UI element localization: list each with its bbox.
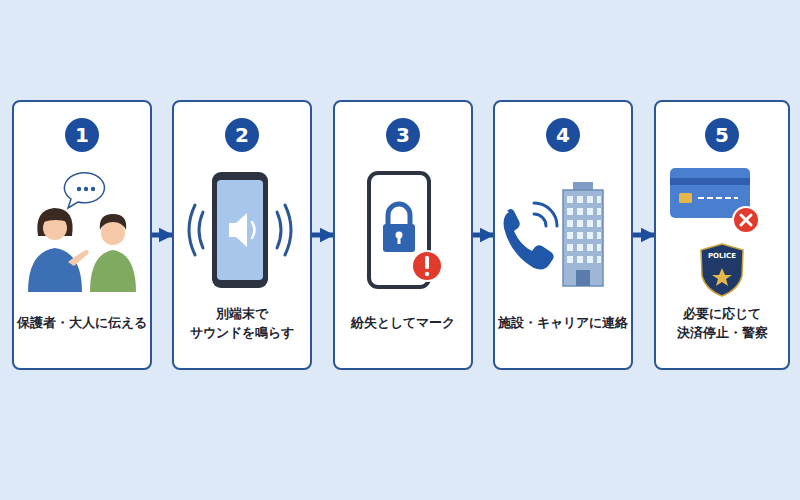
step-box: 3 紛失としてマーク [333,100,473,370]
step-caption: 紛失としてマーク [336,300,470,346]
step-number: 3 [386,118,420,152]
flow-arrow [152,233,172,238]
step-number: 5 [705,118,739,152]
step-number: 4 [546,118,580,152]
call-building-icon [504,182,603,286]
badge-label: POLICE [702,252,742,261]
step-caption: 必要に応じて 決済停止・警察 [666,300,778,346]
flow-arrow [633,233,654,238]
step-number: 2 [225,118,259,152]
step-box: 5 必要に応じて 決済停止・警察 [654,100,790,370]
step-box: 4 施設・キャリアに連絡 [493,100,633,370]
step-number: 1 [65,118,99,152]
step-box: 2 別端末で サウンドを鳴らす [172,100,312,370]
card-police-icon [670,168,759,296]
flow-arrow [473,233,493,238]
step-caption: 施設・キャリアに連絡 [496,300,630,346]
step-caption: 別端末で サウンドを鳴らす [186,300,298,346]
talking-people-icon [28,173,136,292]
step-caption: 保護者・大人に伝える [15,300,149,346]
locked-phone-icon [369,173,442,287]
step-box: 1 保護者・大人に伝える [12,100,152,370]
ringing-phone-icon [189,172,291,288]
flow-arrow [312,233,333,238]
